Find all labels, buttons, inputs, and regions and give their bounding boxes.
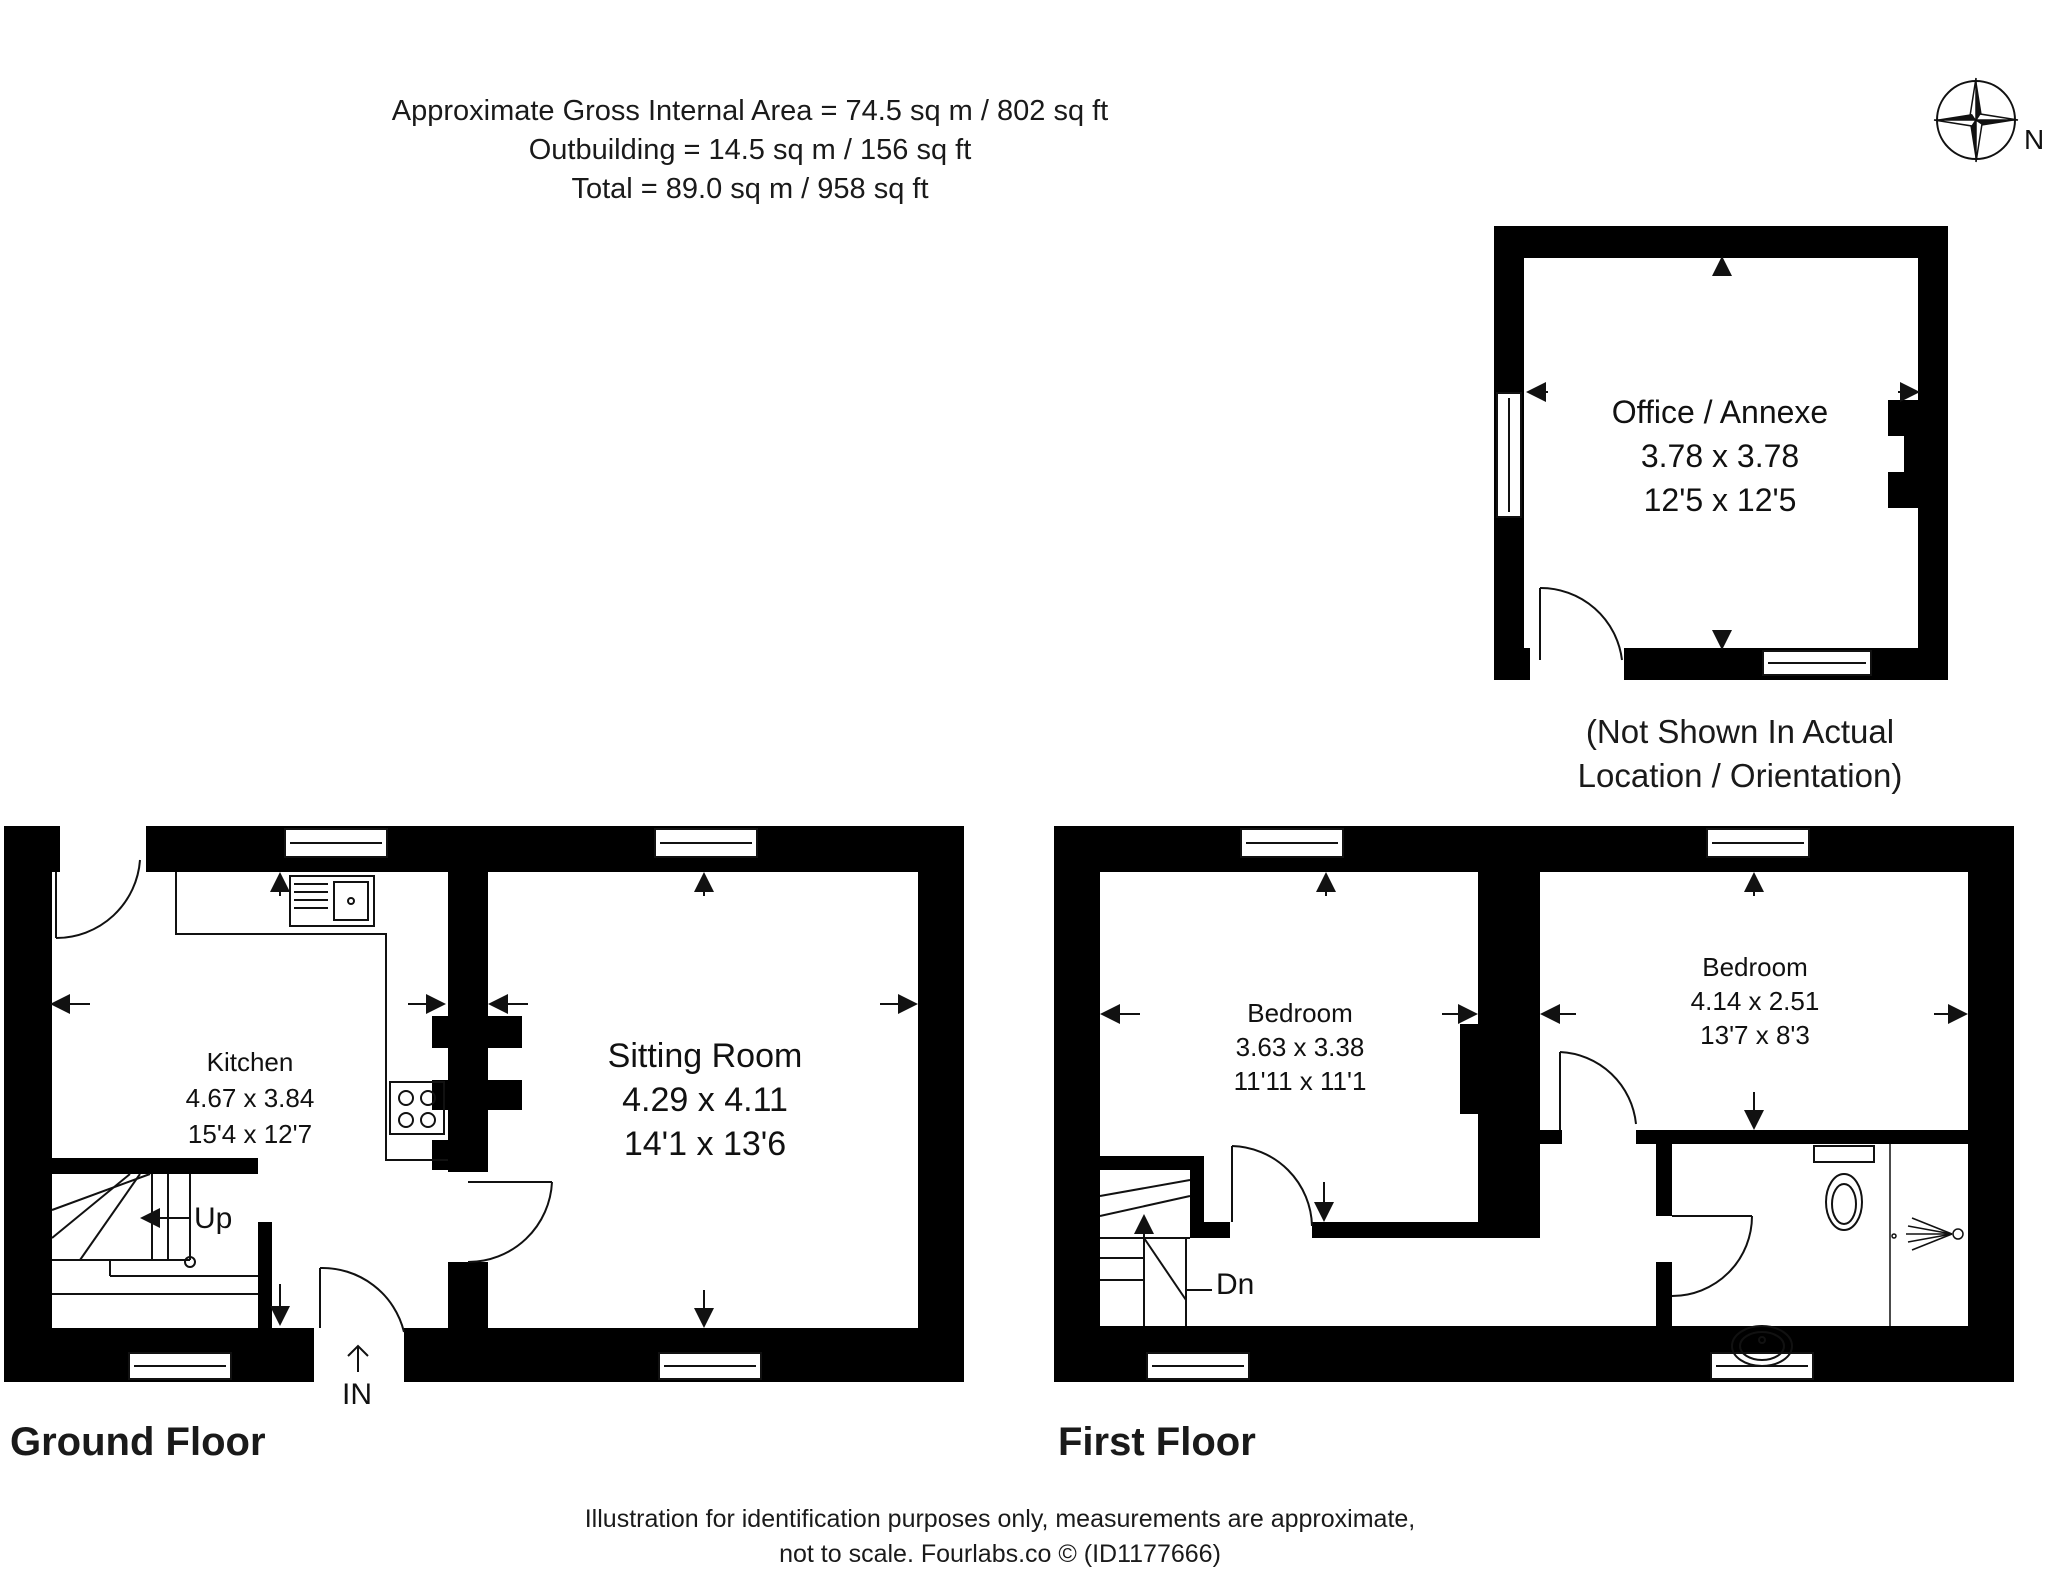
window — [1706, 828, 1810, 858]
wall — [918, 826, 964, 1382]
disclaimer-line: not to scale. Fourlabs.co © (ID1177666) — [779, 1540, 1221, 1568]
wall — [1100, 1156, 1204, 1170]
door-swing — [1231, 1145, 1313, 1227]
shower-icon — [1889, 1144, 1964, 1326]
chimney-breast — [1904, 436, 1918, 472]
room-imperial: 11'11 x 11'1 — [1233, 1066, 1367, 1096]
entrance-label: IN — [342, 1378, 372, 1411]
wall — [4, 826, 52, 1382]
door-swing — [1671, 1215, 1753, 1297]
door-swing — [1559, 1051, 1637, 1130]
room-metric: 4.67 x 3.84 — [185, 1083, 315, 1113]
ground-floor-title: Ground Floor — [10, 1420, 266, 1464]
gross-area-text: Approximate Gross Internal Area = 74.5 s… — [391, 95, 1109, 127]
window — [128, 1352, 232, 1380]
chimney-breast — [432, 1080, 522, 1110]
bedroom-2-label: Bedroom 4.14 x 2.51 13'7 x 8'3 — [1640, 950, 1870, 1052]
wall — [1312, 1222, 1540, 1238]
room-name: Office / Annexe — [1611, 394, 1829, 430]
window — [658, 1352, 762, 1380]
chimney-breast — [432, 1140, 488, 1170]
wall — [1656, 1142, 1672, 1216]
entrance-arrow-icon — [347, 1344, 369, 1372]
room-imperial: 12'5 x 12'5 — [1643, 482, 1797, 518]
wall — [1636, 1130, 1968, 1144]
disclaimer: Illustration for identification purposes… — [500, 1502, 1500, 1572]
chimney-breast — [1888, 400, 1918, 436]
compass-rose — [1930, 74, 2035, 166]
sink-icon — [289, 875, 375, 927]
outbuilding-area-text: Outbuilding = 14.5 sq m / 156 sq ft — [528, 134, 972, 166]
first-floor-title: First Floor — [1058, 1420, 1256, 1464]
wall — [1494, 226, 1948, 258]
compass-icon — [1933, 77, 2019, 163]
room-metric: 4.29 x 4.11 — [622, 1081, 788, 1119]
room-metric: 3.78 x 3.78 — [1640, 438, 1800, 474]
kitchen-worktop — [175, 872, 448, 1161]
disclaimer-line: Illustration for identification purposes… — [584, 1505, 1416, 1533]
door-swing — [319, 1266, 405, 1333]
not-shown-note-line: Location / Orientation) — [1577, 757, 1903, 794]
dimension-arrows — [50, 872, 918, 1328]
window — [284, 828, 388, 858]
room-name: Bedroom — [1702, 952, 1808, 982]
kitchen-label: Kitchen 4.67 x 3.84 15'4 x 12'7 — [140, 1044, 360, 1152]
room-metric: 3.63 x 3.38 — [1235, 1032, 1365, 1062]
stairs-down-label: Dn — [1216, 1268, 1255, 1301]
toilet-icon — [1813, 1145, 1875, 1231]
total-area-text: Total = 89.0 sq m / 958 sq ft — [571, 173, 929, 205]
wall — [1054, 826, 1100, 1382]
room-name: Kitchen — [206, 1047, 294, 1077]
room-name: Sitting Room — [607, 1037, 803, 1075]
not-shown-note-line: (Not Shown In Actual — [1585, 713, 1895, 750]
basin-icon — [1731, 1325, 1793, 1367]
wall — [1054, 826, 2014, 872]
sitting-room-label: Sitting Room 4.29 x 4.11 14'1 x 13'6 — [560, 1034, 850, 1166]
chimney-breast — [1888, 472, 1918, 508]
chimney-breast — [1460, 1024, 1480, 1114]
door-swing — [467, 1181, 553, 1264]
not-shown-note: (Not Shown In Actual Location / Orientat… — [1500, 710, 1980, 798]
wall — [1656, 1262, 1672, 1332]
window — [654, 828, 758, 858]
wall — [1494, 648, 1530, 680]
wall — [50, 1158, 258, 1174]
chimney-breast — [432, 1016, 522, 1048]
office-annexe-label: Office / Annexe 3.78 x 3.78 12'5 x 12'5 — [1550, 390, 1890, 522]
stairs-up-label: Up — [194, 1202, 233, 1235]
partition-wall — [1478, 872, 1540, 1224]
dimension-arrows — [1100, 872, 1968, 1222]
room-imperial: 13'7 x 8'3 — [1700, 1020, 1810, 1050]
door-swing — [55, 859, 141, 940]
bedroom-1-label: Bedroom 3.63 x 3.38 11'11 x 11'1 — [1180, 996, 1420, 1098]
window — [1240, 828, 1344, 858]
room-name: Bedroom — [1247, 998, 1353, 1028]
window — [1146, 1352, 1250, 1380]
room-metric: 4.14 x 2.51 — [1690, 986, 1820, 1016]
wall — [1540, 1130, 1562, 1144]
room-imperial: 14'1 x 13'6 — [623, 1125, 787, 1163]
room-imperial: 15'4 x 12'7 — [187, 1119, 313, 1149]
wall — [1190, 1222, 1230, 1238]
window — [1496, 392, 1522, 518]
hob-icon — [389, 1081, 445, 1135]
door-swing — [1539, 586, 1623, 661]
wall — [1190, 1156, 1204, 1238]
dimension-arrows — [1526, 256, 1920, 650]
window — [1762, 650, 1872, 676]
wall — [258, 1222, 272, 1330]
wall — [1918, 226, 1948, 680]
wall — [1968, 826, 2014, 1382]
wall — [146, 826, 964, 872]
staircase — [1099, 1179, 1212, 1326]
compass-north-label: N — [2024, 124, 2045, 155]
staircase — [51, 1173, 258, 1295]
partition-wall — [448, 1262, 488, 1332]
